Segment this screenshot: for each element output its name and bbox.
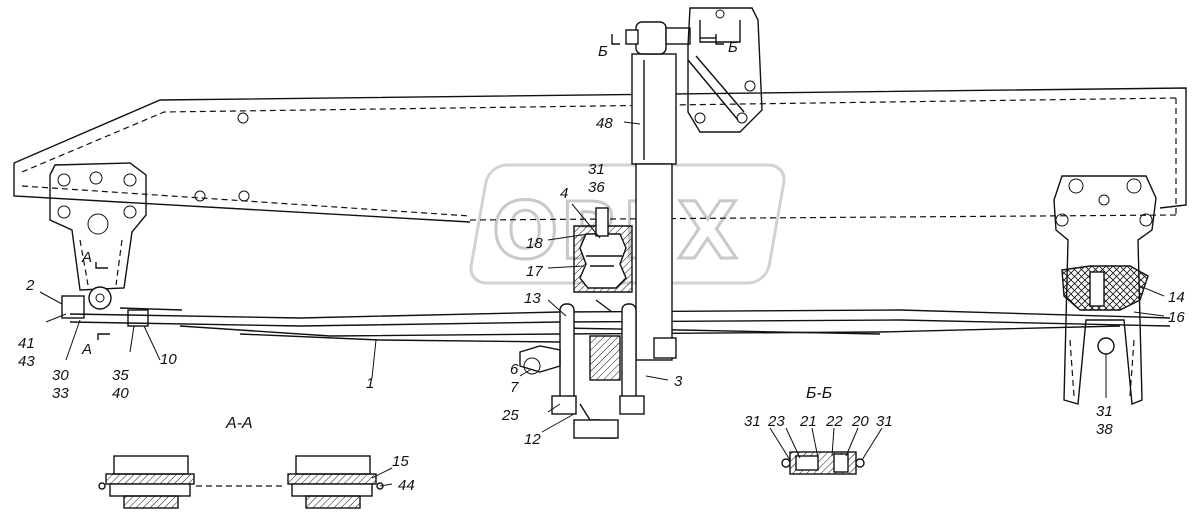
shock-absorber [625, 21, 691, 361]
callout-33: 33 [52, 385, 69, 402]
callout-48: 48 [596, 115, 613, 132]
callout-31-upper: 31 [588, 161, 605, 178]
callout-14: 14 [1168, 289, 1185, 306]
callout-23: 23 [767, 413, 785, 430]
callout-16: 16 [1168, 309, 1185, 326]
callout-31-bb-left: 31 [744, 413, 761, 430]
callout-13: 13 [524, 290, 541, 307]
callout-35: 35 [112, 367, 129, 384]
cut-a-bottom-label: А [81, 341, 92, 358]
section-bb-title: Б-Б [806, 385, 832, 402]
frame-rail [13, 87, 1187, 223]
callout-15: 15 [392, 453, 409, 470]
callout-22: 22 [825, 413, 843, 430]
callout-31-bb-right: 31 [876, 413, 893, 430]
callout-31-rear: 31 [1096, 403, 1113, 420]
callout-17: 17 [526, 263, 543, 280]
callout-10: 10 [160, 351, 177, 368]
callout-36: 36 [588, 179, 605, 196]
callout-43: 43 [18, 353, 35, 370]
section-bb-view [781, 451, 865, 475]
callout-41: 41 [18, 335, 35, 352]
callout-38: 38 [1096, 421, 1113, 438]
callout-1: 1 [366, 375, 374, 392]
cut-a-top-label: А [81, 249, 92, 266]
cut-b-right-label: Б [728, 39, 738, 56]
callout-6: 6 [510, 361, 519, 378]
leader-lines [39, 121, 1165, 487]
section-aa-title: А-А [225, 415, 253, 432]
front-spring-bracket [49, 162, 183, 327]
rear-spring-bracket [1053, 175, 1157, 405]
callout-18: 18 [526, 235, 543, 252]
callout-20: 20 [851, 413, 869, 430]
callout-3: 3 [674, 373, 683, 390]
callout-2: 2 [25, 277, 35, 294]
callout-21: 21 [799, 413, 817, 430]
section-aa-view [98, 455, 384, 509]
axle-clamp [519, 299, 645, 439]
callout-40: 40 [112, 385, 129, 402]
callout-44: 44 [398, 477, 415, 494]
cut-markers [95, 34, 724, 340]
upper-shock-bracket [687, 7, 763, 133]
callout-12: 12 [524, 431, 541, 448]
callout-25: 25 [501, 407, 519, 424]
callout-7: 7 [510, 379, 519, 396]
callout-4: 4 [560, 185, 568, 202]
callout-30: 30 [52, 367, 69, 384]
cut-b-left-label: Б [598, 43, 608, 60]
rubber-buffer-section [573, 207, 633, 293]
